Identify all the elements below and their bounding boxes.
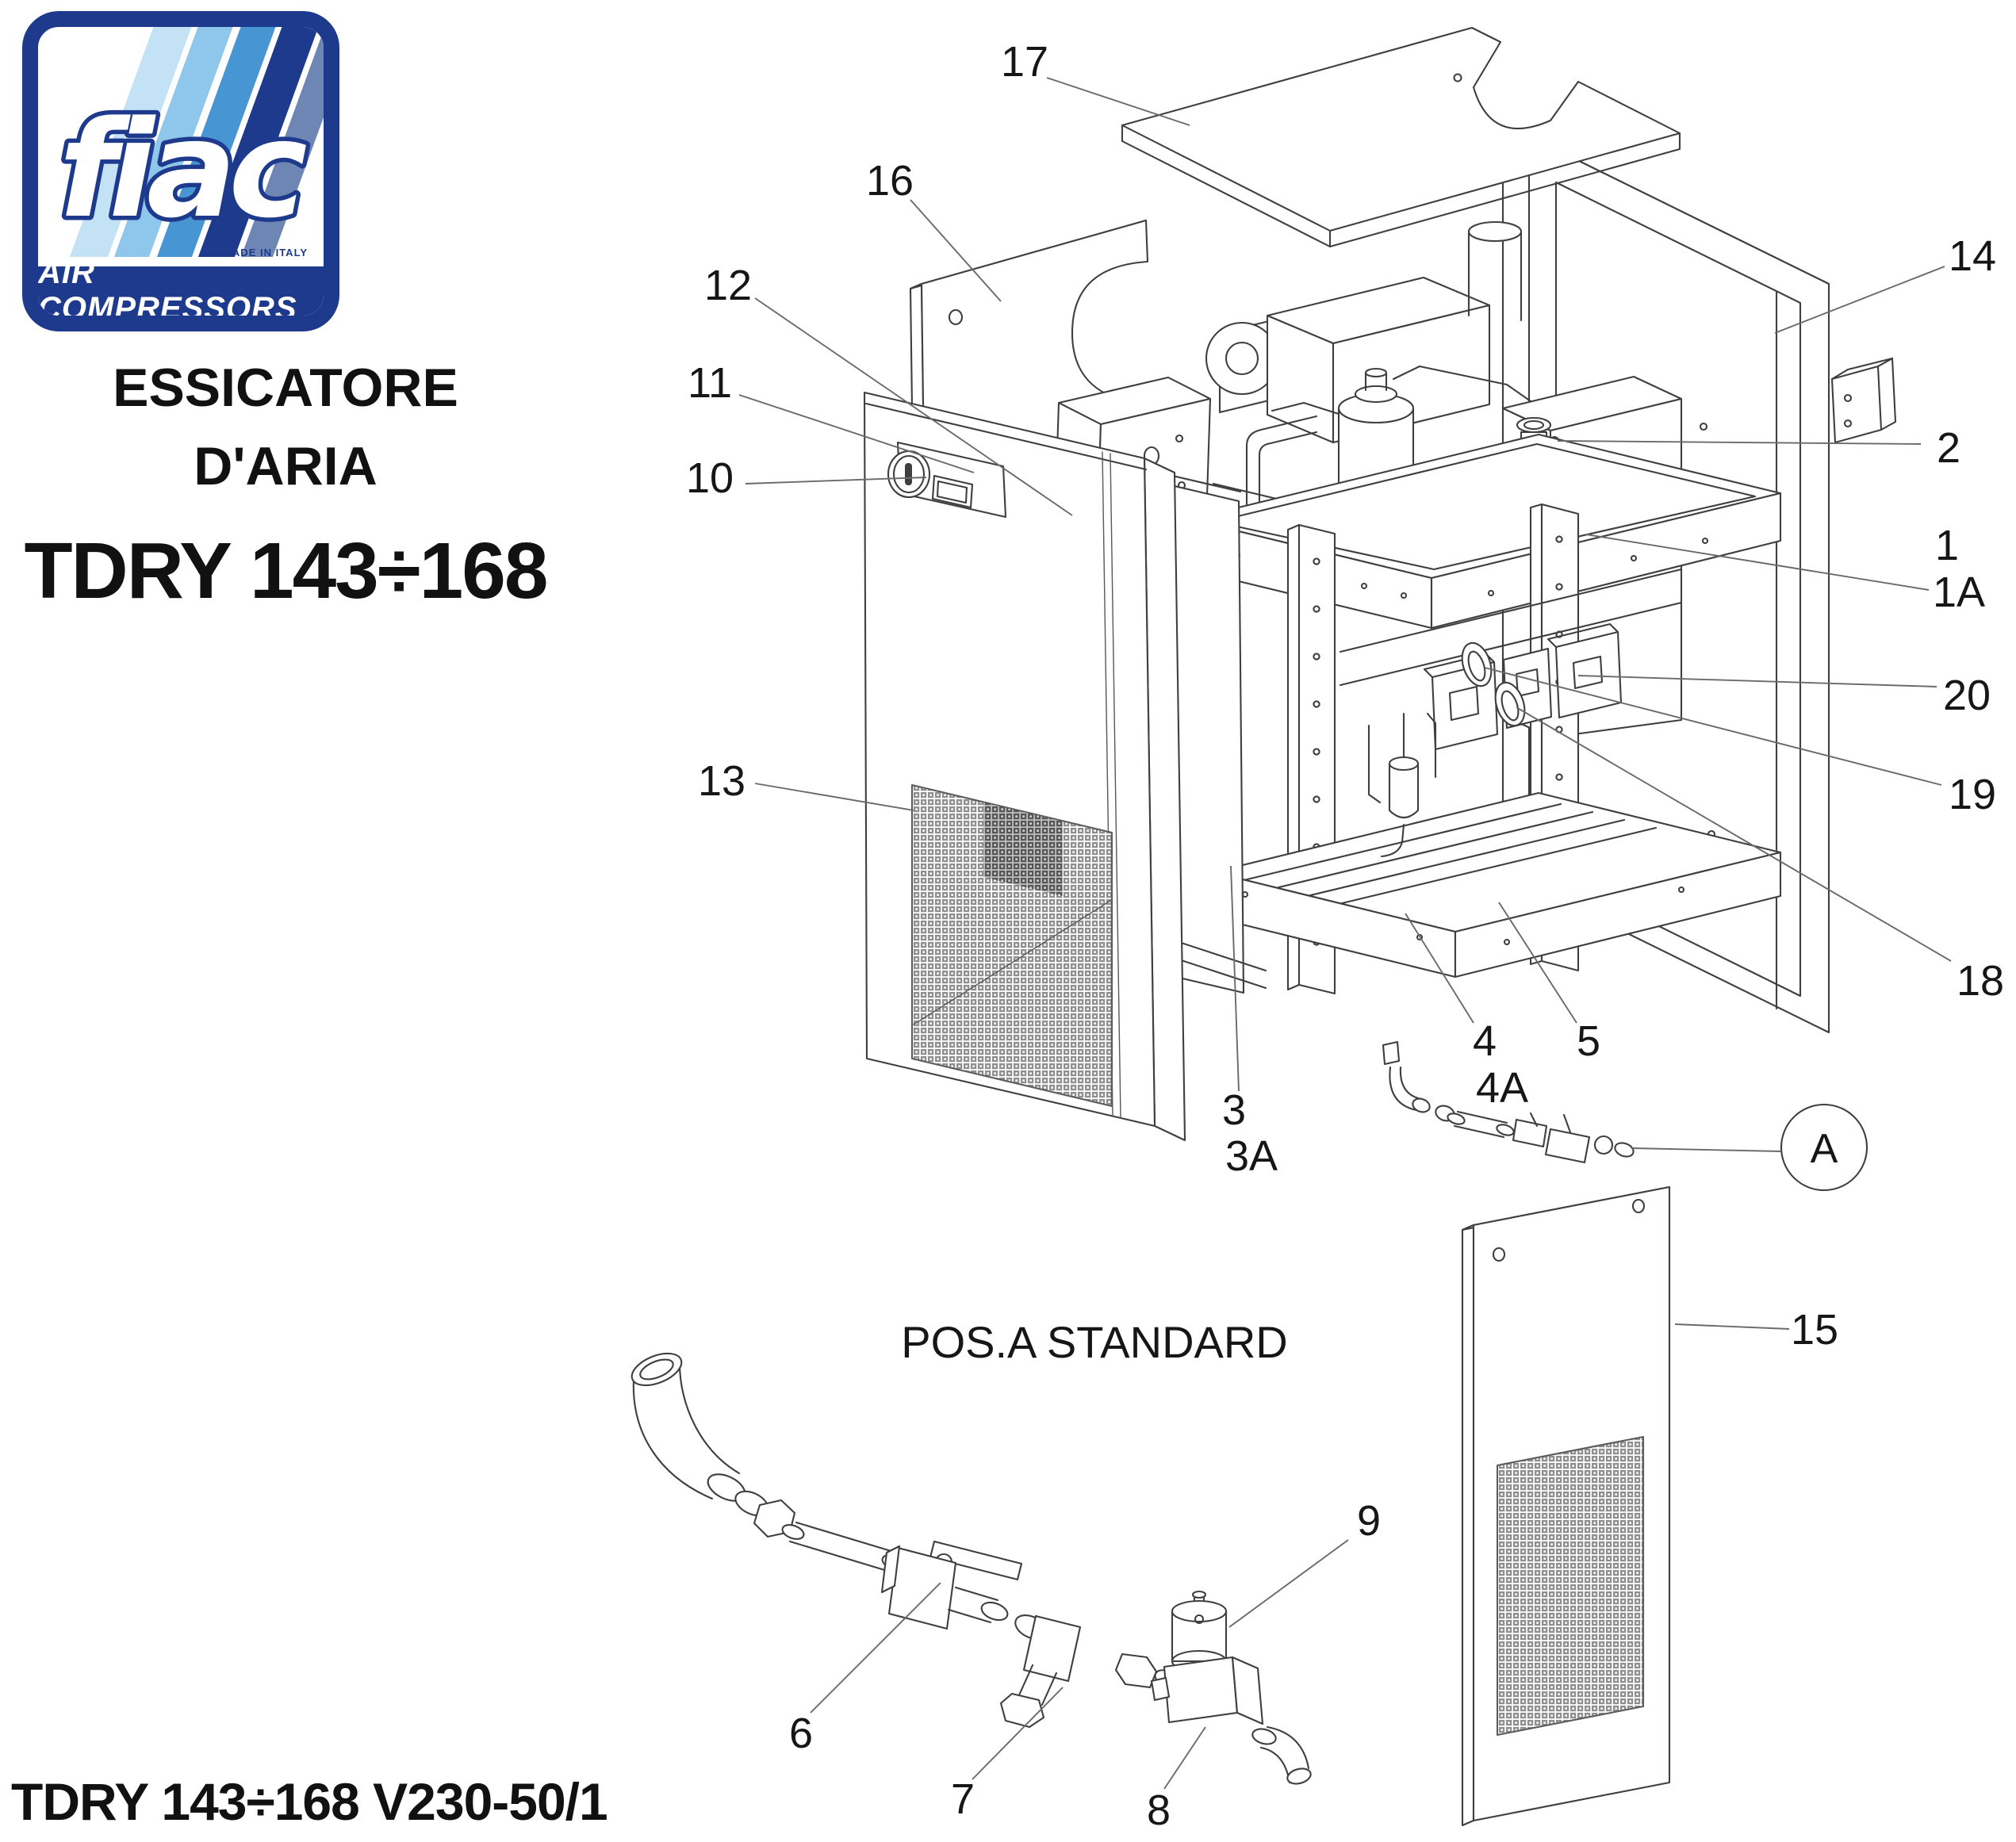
leader-6 (810, 1582, 941, 1714)
pos-a-standard-label: POS.A STANDARD (901, 1317, 1288, 1367)
solenoid-body (1163, 1656, 1239, 1724)
callout-18: 18 (1957, 957, 2004, 1005)
exhaust-stub (1467, 220, 1523, 322)
outlet-elbow (1251, 1725, 1312, 1785)
leader-9 (1228, 1539, 1349, 1628)
leader-20 (1577, 675, 1937, 687)
leader-4 (1405, 913, 1474, 1024)
callout-10: 10 (686, 454, 734, 502)
callout-3: 3 (1222, 1086, 1246, 1134)
leader-14 (1774, 266, 1945, 334)
callout-7: 7 (951, 1775, 975, 1823)
product-title-block: ESSICATORE D'ARIA TDRY 143÷168 (24, 349, 548, 617)
logo-brand-text: fiac (59, 92, 306, 247)
callout-6: 6 (789, 1710, 813, 1757)
leader-18 (1516, 707, 1952, 962)
leader-1-1A (1585, 534, 1930, 591)
callout-14: 14 (1949, 232, 1996, 280)
top-cover-face (1121, 26, 1681, 232)
product-title-line1: ESSICATORE (113, 358, 458, 418)
control-display (931, 474, 974, 509)
callout-15: 15 (1791, 1306, 1838, 1354)
leader-7 (972, 1687, 1064, 1780)
y-strainer (999, 1614, 1082, 1729)
callout-19: 19 (1949, 771, 1996, 818)
rear-grille (1496, 1435, 1645, 1737)
logo-banner-text: AIR COMPRESSORS (38, 255, 297, 326)
filter-capsule (1367, 712, 1437, 858)
logo-made-in: MADE IN ITALY (223, 247, 308, 258)
leader-10 (745, 477, 927, 484)
top-cover-panel (1121, 26, 1681, 248)
callout-8: 8 (1147, 1786, 1171, 1834)
callout-4: 4 (1473, 1017, 1497, 1065)
leader-15 (1674, 1323, 1790, 1330)
logo-brand: fiac (55, 88, 319, 252)
fiac-logo: fiac MADE IN ITALY AIR COMPRESSORS (22, 11, 339, 331)
leader-A (1631, 1147, 1781, 1152)
callout-1: 1 (1935, 522, 1959, 569)
control-plate (887, 441, 1007, 519)
callout-3A: 3A (1225, 1132, 1278, 1180)
footer-model-code: TDRY 143÷168 V230-50/1 (11, 1772, 608, 1831)
callout-13: 13 (698, 757, 745, 805)
callout-5: 5 (1577, 1017, 1600, 1065)
ball-valve (880, 1540, 1023, 1630)
detail-circle-A (1780, 1103, 1868, 1192)
callout-16: 16 (866, 157, 914, 205)
leader-19 (1484, 667, 1942, 786)
detail-marker-A: A (1811, 1126, 1838, 1172)
hinge-bracket (1830, 365, 1883, 444)
leader-17 (1046, 77, 1190, 126)
solenoid-valve (1150, 1590, 1264, 1725)
callout-17: 17 (1001, 38, 1048, 86)
leader-2 (1557, 440, 1922, 445)
leader-16 (910, 199, 1002, 302)
callout-9: 9 (1357, 1497, 1381, 1545)
leader-3 (1230, 865, 1240, 1092)
front-grille-shadow (983, 802, 1063, 896)
leader-12 (754, 297, 1073, 516)
product-title-line2: D'ARIA (194, 435, 378, 496)
callout-4A: 4A (1476, 1064, 1528, 1112)
callout-11: 11 (688, 359, 732, 407)
leader-8 (1163, 1726, 1206, 1790)
drain-elbow-hose (632, 1378, 714, 1500)
leader-11 (738, 394, 975, 473)
drain-kit (630, 1352, 1312, 1785)
leader-5 (1498, 902, 1577, 1024)
callout-1A: 1A (1933, 569, 1985, 616)
callout-20: 20 (1943, 672, 1991, 719)
drain-fittings (1382, 1040, 1635, 1164)
logo-banner: AIR COMPRESSORS (38, 255, 324, 316)
screw-hole (948, 308, 964, 326)
callout-12: 12 (704, 262, 752, 309)
product-model: TDRY 143÷168 (24, 527, 548, 616)
front-panel (863, 391, 1186, 1142)
hose-clamps (1461, 641, 1526, 727)
leader-13 (754, 783, 914, 811)
leader-lines (738, 77, 1952, 1790)
callout-labels: 17 16 12 11 10 13 14 2 1 1A 20 19 18 4 4… (686, 38, 2004, 1834)
base-tray (1212, 791, 1782, 978)
bottom-rear-panel (1461, 1185, 1671, 1827)
nipple-fitting (1114, 1652, 1158, 1689)
callout-2: 2 (1937, 424, 1960, 472)
